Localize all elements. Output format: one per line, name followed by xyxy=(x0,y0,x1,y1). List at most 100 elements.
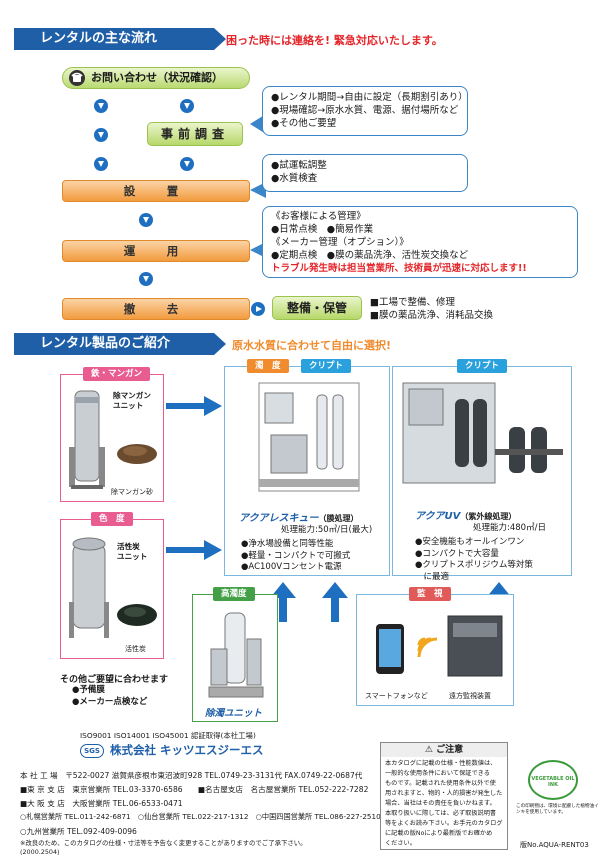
arrow-up-icon xyxy=(322,582,348,622)
caution-line: 本取り扱いに際しては、必ず取扱説明書 xyxy=(385,810,497,817)
turbidity-unit-name: 除濁ユニット xyxy=(205,708,263,719)
address-line: ○九州営業所 TEL.092-409-0096 xyxy=(20,827,137,836)
info-line: ●定期点検 ●膜の薬品洗浄、活性炭交換など xyxy=(271,250,469,261)
aqua-uv-capacity: 処理能力:480㎥/日 xyxy=(473,523,546,533)
feature-item: ●安全機能もオールインワン xyxy=(415,537,525,547)
caution-line: 場合、当社はその責任を負いかねます。 xyxy=(385,800,496,807)
oil-ink-note: この印刷物は、環境に配慮した植物油インキを使用しています。 xyxy=(516,804,599,815)
feature-item: ●軽量・コンパクトで可搬式 xyxy=(241,550,351,561)
caution-title: ご注意 xyxy=(436,745,464,755)
aqua-uv-name: アクアUV（紫外線処理） xyxy=(415,507,516,522)
emergency-text: 困った時には連絡を! 緊急対応いたします。 xyxy=(226,34,443,47)
caution-line: 用されますと、物的・人的損害が発生した xyxy=(385,790,503,797)
down-arrow-icon xyxy=(94,99,108,113)
wireless-signal-icon xyxy=(417,637,438,658)
disclaimer-note: ※改良のため、このカタログの仕様・寸法等を予告なく変更することがありますのでご了… xyxy=(20,839,307,847)
caution-line: ものです。記載された使用条件以外で使 xyxy=(385,780,496,787)
aqua-rescue-features: ●浄水場設備と同等性能 ●軽量・コンパクトで可搬式 ●AC100Vコンセント電源 xyxy=(241,539,350,574)
high-turbidity-tag: 高濁度 xyxy=(213,587,255,601)
address-line: ■大 阪 支 店 大阪営業所 TEL.06-6533-0471 xyxy=(20,799,183,808)
carbon-tank-image xyxy=(69,537,109,638)
caution-box: ⚠ ご注意 本カタログに記載の仕様・性能数値は、 一般的な使用条件において保証で… xyxy=(380,742,508,850)
right-arrow-icon xyxy=(251,302,265,316)
maintain-step: 整備・保管 xyxy=(272,296,362,320)
product-type: （紫外線処理） xyxy=(460,512,517,521)
uv-unit-image xyxy=(402,382,563,484)
iron-tag: 鉄・マンガン xyxy=(83,367,151,381)
address-line: ■東 京 支 店 東京営業所 TEL.03-3370-6586 ■名古屋支店 名… xyxy=(20,785,369,794)
caution-line: 等をよくお読み下さい。お手元のカタログ xyxy=(385,820,503,827)
survey-step: 事前調査 xyxy=(147,122,243,146)
smartphone-label: スマートフォンなど xyxy=(365,692,428,700)
info-line: ●レンタル期間→自由に設定（長期割引あり） xyxy=(271,92,468,103)
feature-item: ●AC100Vコンセント電源 xyxy=(241,562,342,572)
trouble-note: トラブル発生時は担当営業所、技術員が迅速に対応します!! xyxy=(271,263,527,274)
info-line: ●現場確認→原水水質、電源、据付場所など xyxy=(271,105,459,116)
feature-item: に最適 xyxy=(415,571,450,582)
down-arrow-icon xyxy=(139,272,153,286)
turbidity-tag: 濁 度 xyxy=(247,359,289,373)
sgs-logo: SGS xyxy=(80,744,104,758)
activated-carbon-image xyxy=(117,604,157,626)
caution-line: ください。 xyxy=(385,840,416,847)
color-panel: 色 度 活性炭 ユニット 活性炭 xyxy=(60,512,164,659)
warning-icon: ⚠ xyxy=(424,745,433,755)
info-line: ■工場で整備、修理 xyxy=(370,297,455,308)
company-name: 株式会社 キッツエスジーエス xyxy=(110,743,264,757)
install-info-box: ●試運転調整 ●水質検査 xyxy=(262,154,468,192)
info-line: ●水質検査 xyxy=(271,173,318,184)
down-arrow-icon xyxy=(180,157,194,171)
turbidity-removal-image xyxy=(208,612,264,698)
info-line: ●試運転調整 xyxy=(271,160,327,171)
extra-requests: その他ご要望に合わせます ●予備膜 ●メーカー点検など xyxy=(60,672,168,708)
aqua-rescue-capacity: 処理能力:50㎥/日(最大) xyxy=(281,525,373,535)
vegetable-oil-ink-logo: VEGETABLE OIL INK xyxy=(528,760,578,800)
product-name: アクアUV xyxy=(415,511,461,522)
caution-body: 本カタログに記載の仕様・性能数値は、 一般的な使用条件において保証できる もので… xyxy=(381,757,507,851)
caution-line: 一般的な使用条件において保証できる xyxy=(385,770,490,777)
products-section-header: レンタル製品のご紹介 xyxy=(14,333,226,355)
caution-header: ⚠ ご注意 xyxy=(381,743,507,757)
feature-item: ●浄水場設備と同等性能 xyxy=(241,539,334,549)
extra-item: ●メーカー点検など xyxy=(72,696,148,707)
down-arrow-icon xyxy=(94,128,108,142)
aqua-uv-panel: クリプト アクアUV（紫外線処理） 処理能力:480㎥/日 ●安全機能もオールイ… xyxy=(392,359,572,582)
inquiry-step: お問い合わせ（状況確認） xyxy=(62,67,250,89)
address-line: ○札幌営業所 TEL.011-242-6871 ○仙台営業所 TEL.022-2… xyxy=(20,812,381,821)
install-step: 設 置 xyxy=(62,180,250,202)
info-line: 《お客様による管理》 xyxy=(271,211,366,222)
remote-monitor-image xyxy=(447,615,503,677)
down-arrow-icon xyxy=(94,157,108,171)
filter-tank-image xyxy=(69,390,105,489)
info-line: ●その他ご要望 xyxy=(271,118,337,129)
aqua-rescue-name: アクアレスキュー（膜処理） xyxy=(239,509,359,524)
crypto-tag: クリプト xyxy=(457,359,508,373)
products-subtitle: 原水水質に合わせて自由に選択! xyxy=(232,339,392,352)
monitor-tag: 監 視 xyxy=(409,587,451,601)
high-turbidity-panel: 高濁度 除濁ユニット xyxy=(192,587,278,722)
arrow-right-icon xyxy=(166,396,222,416)
iron-manganese-panel: 鉄・マンガン 除マンガン ユニット 除マンガン砂 xyxy=(60,367,164,502)
product-type: （膜処理） xyxy=(318,514,359,523)
iron-unit-label: 除マンガン ユニット xyxy=(113,391,151,410)
extra-title: その他ご要望に合わせます xyxy=(60,675,169,685)
color-media-label: 活性炭 xyxy=(125,645,146,653)
iso-certifications: ISO9001 ISO14001 ISO45001 認証取得(本社工場) xyxy=(80,731,256,740)
version-number: 版No.AQUA-RENT03 xyxy=(520,841,589,849)
extra-item: ●予備膜 xyxy=(72,685,105,695)
iron-media-label: 除マンガン砂 xyxy=(111,488,153,496)
oil-ink-label: VEGETABLE OIL INK xyxy=(531,776,575,788)
arrow-right-icon xyxy=(166,540,222,560)
flow-section-header: レンタルの主な流れ xyxy=(14,28,226,50)
planning-info-box: ●レンタル期間→自由に設定（長期割引あり） ●現場確認→原水水質、電源、据付場所… xyxy=(262,86,468,136)
feature-item: ●コンパクトで大容量 xyxy=(415,548,499,559)
caution-line: に記載の版Noにより最新版でお確かめ xyxy=(385,830,493,837)
aqua-uv-features: ●安全機能もオールインワン ●コンパクトで大容量 ●クリプトスポリジウム等対策 … xyxy=(415,537,533,583)
info-line: 《メーカー管理（オプション）》 xyxy=(271,237,409,248)
down-arrow-icon xyxy=(180,99,194,113)
info-line: ■膜の薬品洗浄、消耗品交換 xyxy=(370,310,493,321)
feature-item: ●クリプトスポリジウム等対策 xyxy=(415,560,533,570)
membrane-unit-image xyxy=(258,382,360,492)
crypto-tag: クリプト xyxy=(301,359,352,373)
manganese-sand-image xyxy=(117,444,157,464)
